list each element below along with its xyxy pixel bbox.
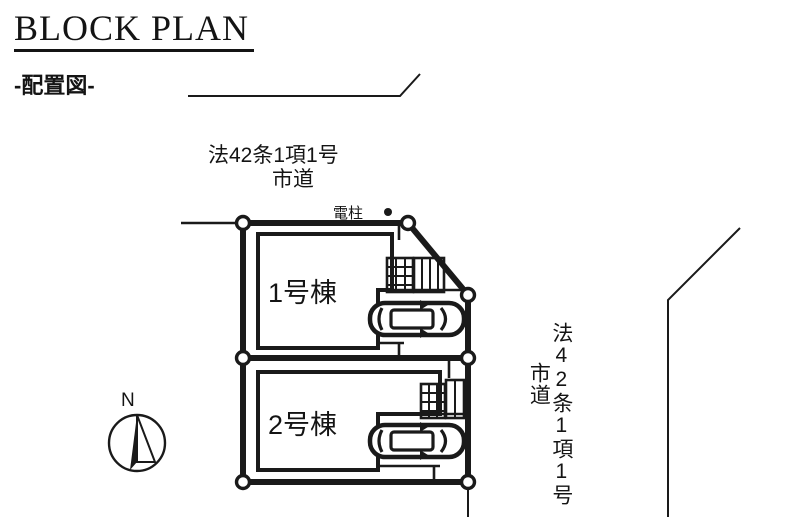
road-edge-top-left	[188, 73, 421, 97]
lot-1-car	[367, 300, 467, 338]
compass-needle-right	[136, 414, 157, 463]
lot-1-porch-slats	[412, 256, 446, 294]
compass-rose: N	[107, 390, 167, 473]
road-right-label-line2: 市道	[527, 362, 551, 406]
road-top-label-line1: 法42条1項1号	[208, 144, 339, 167]
boundary-node	[459, 349, 477, 367]
compass-needle-left	[130, 415, 137, 470]
compass-north-label: N	[121, 390, 135, 411]
page-subtitle: -配置図-	[14, 73, 95, 98]
boundary-node	[234, 473, 252, 491]
road-top-label-line2: 市道	[272, 168, 314, 191]
lot-2-car	[367, 422, 467, 460]
utility-pole-label: 電柱	[333, 205, 363, 222]
lot-2-porch-slats	[444, 378, 466, 420]
page-title: BLOCK PLAN	[14, 8, 250, 48]
boundary-node	[399, 214, 417, 232]
boundary-node	[459, 473, 477, 491]
road-right-label: 法42条1項1号 市道	[527, 322, 573, 506]
lot-1-label: 1号棟	[268, 278, 337, 308]
road-edge-right	[667, 227, 741, 517]
title-block: BLOCK PLAN -配置図-	[14, 8, 334, 100]
road-right-label-line1: 法42条1項1号	[549, 322, 573, 506]
lot-2-label: 2号棟	[268, 410, 337, 440]
boundary-node	[234, 214, 252, 232]
boundary-node	[234, 349, 252, 367]
boundary-node	[459, 286, 477, 304]
lot-1-boundary	[240, 220, 471, 361]
title-underline	[14, 49, 254, 52]
utility-pole-icon	[384, 208, 392, 216]
